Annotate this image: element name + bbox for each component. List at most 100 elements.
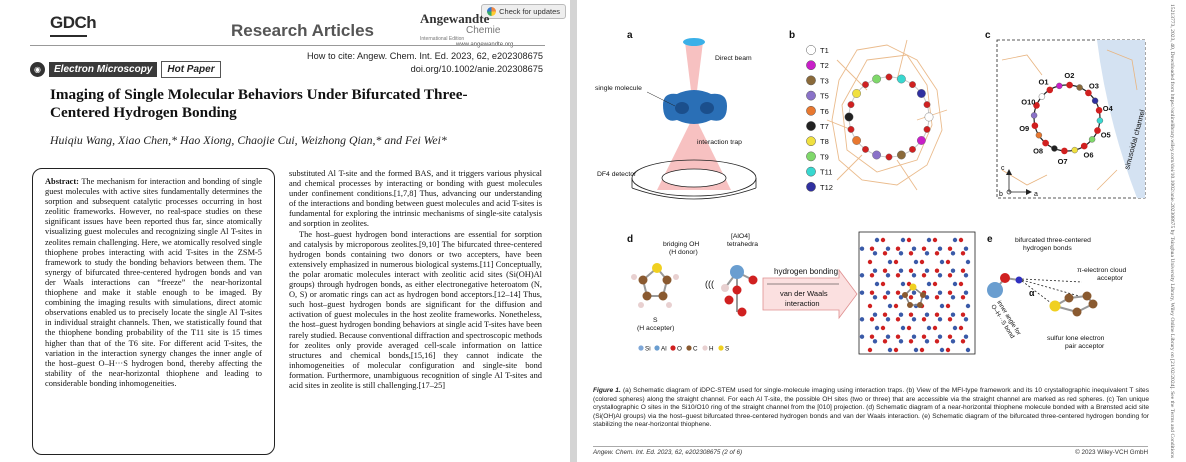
label-o10: O10 <box>1021 98 1035 107</box>
label-vdw: van der Waals <box>780 289 828 298</box>
legend-dot-t5 <box>806 90 816 101</box>
oxygen-o7 <box>1061 147 1068 155</box>
page-footer: Angew. Chem. Int. Ed. 2023, 62, e2023086… <box>593 449 1148 456</box>
o-atom-e <box>1000 273 1010 283</box>
label-direct: Direct beam <box>715 55 752 62</box>
label-o2: O2 <box>1064 71 1074 80</box>
body-column: substituted Al T-site and the formed BAS… <box>289 169 542 459</box>
detector-inner <box>661 168 727 188</box>
legend-label-t9: T9 <box>820 152 829 161</box>
axis-b-label: b <box>999 191 1003 198</box>
tag-hot-paper: Hot Paper <box>161 61 221 78</box>
journal-sub: Chemie <box>466 25 501 36</box>
doi-link[interactable]: doi.org/10.1002/anie.202308675 <box>410 63 543 74</box>
abstract-box: Abstract: The mechanism for interaction … <box>32 168 275 455</box>
label-bifurcated: bifurcated three-centered <box>1015 237 1091 244</box>
page-2: a Direct beam single molecule interactio… <box>577 0 1158 462</box>
page-1: Check for updates GDCh Research Articles… <box>0 0 570 462</box>
label-pi-cloud: π-electron cloud <box>1077 267 1126 274</box>
author-list: Huiqiu Wang, Xiao Chen,* Hao Xiong, Chao… <box>50 133 447 147</box>
label-o1: O1 <box>1039 77 1049 86</box>
caption-label: Figure 1. <box>593 387 621 394</box>
article-tags: ◉ Electron Microscopy Hot Paper <box>30 61 221 78</box>
legend-dot-t6 <box>806 105 816 116</box>
download-notice: 15213773, 2023, 40, Downloaded from http… <box>1169 4 1175 458</box>
label-trap: interaction trap <box>697 139 742 146</box>
label-alo4: [AlO4] <box>731 233 750 240</box>
section-title: Research Articles <box>231 21 375 40</box>
legend-dot-t7 <box>806 121 816 131</box>
abstract-text: The mechanism for interaction and bondin… <box>45 177 262 388</box>
s-atom-e <box>1049 300 1061 312</box>
legend-dot-t9 <box>806 151 816 162</box>
label-tetrahedra: tetrahedra <box>727 241 758 248</box>
check-updates-label: Check for updates <box>499 7 560 16</box>
oxygen-o4 <box>1095 107 1103 114</box>
label-o5: O5 <box>1101 130 1111 139</box>
journal-edition: International Edition <box>420 36 465 42</box>
label-o6: O6 <box>1084 151 1094 160</box>
element-o: O <box>677 346 682 353</box>
framework-image <box>858 231 976 355</box>
legend-dot-t3 <box>806 75 816 86</box>
al-atom-e <box>987 282 1003 298</box>
element-c: C <box>693 346 698 353</box>
straight-channel-ring <box>848 76 930 158</box>
oxygen-o5 <box>1094 127 1101 134</box>
aluminium-atom <box>730 265 744 279</box>
article-title: Imaging of Single Molecular Behaviors Un… <box>50 86 468 121</box>
label-pi-acceptor: acceptor <box>1097 275 1124 282</box>
oxygen-o3 <box>1085 89 1092 97</box>
legend-dot-t1 <box>806 45 816 55</box>
journal-logo: Angewandte Chemie International Edition … <box>420 11 515 48</box>
element-al: Al <box>661 346 667 353</box>
legend-label-t2: T2 <box>820 61 829 70</box>
trap-shape <box>663 90 727 124</box>
legend-dot-t8 <box>806 136 816 147</box>
publisher-logo-underline <box>50 35 87 37</box>
citation-block: How to cite: Angew. Chem. Int. Ed. 2023,… <box>307 50 543 75</box>
legend-label-t7: T7 <box>820 122 829 131</box>
legend-label-t1: T1 <box>820 46 829 55</box>
panel-c-label: c <box>985 30 991 41</box>
label-single-molecule: single molecule <box>595 85 642 92</box>
sinusoidal-channel-band <box>1097 40 1145 198</box>
label-acceptor: (H accepter) <box>637 325 674 332</box>
oxygen-o9 <box>1031 122 1039 129</box>
footer-copyright: © 2023 Wiley-VCH GmbH <box>1075 449 1148 456</box>
element-s: S <box>725 346 729 353</box>
label-bridging: bridging OH <box>663 241 699 248</box>
hydrogen-atom <box>721 284 729 292</box>
figure-caption: Figure 1. (a) Schematic diagram of iDPC-… <box>593 387 1149 430</box>
citation-line: How to cite: Angew. Chem. Int. Ed. 2023,… <box>307 51 543 61</box>
oxygen-o8 <box>1042 139 1049 147</box>
label-donor: (H donor) <box>669 249 698 256</box>
label-o3: O3 <box>1089 81 1099 90</box>
panel-a: a Direct beam single molecule interactio… <box>595 30 757 200</box>
page-3-edge: 15213773, 2023, 40, Downloaded from http… <box>1158 0 1186 462</box>
arrow-shape <box>762 268 858 320</box>
label-lone-pair: sulfur lone electron <box>1047 335 1105 342</box>
label-o8: O8 <box>1033 147 1043 156</box>
body-paragraph: The host–guest hydrogen bond interaction… <box>289 229 542 390</box>
crossmark-icon <box>487 7 497 16</box>
check-for-updates-button[interactable]: Check for updates <box>481 4 566 19</box>
oxygen-o6 <box>1080 142 1088 150</box>
legend-label-t6: T6 <box>820 107 829 116</box>
legend-dot-t12 <box>806 181 816 192</box>
legend-label-t5: T5 <box>820 92 829 101</box>
mfi-framework <box>826 39 948 191</box>
publisher-logo: GDCh <box>50 13 97 32</box>
label-interaction: interaction <box>785 299 820 308</box>
journal-name: Angewandte <box>420 11 490 26</box>
label-hydrogen-bonding: hydrogen bonding <box>774 267 838 276</box>
legend-dot-t11 <box>806 166 816 177</box>
tag-electron-microscopy: Electron Microscopy <box>49 62 158 77</box>
category-icon: ◉ <box>30 62 45 77</box>
legend-label-t12: T12 <box>820 183 833 192</box>
